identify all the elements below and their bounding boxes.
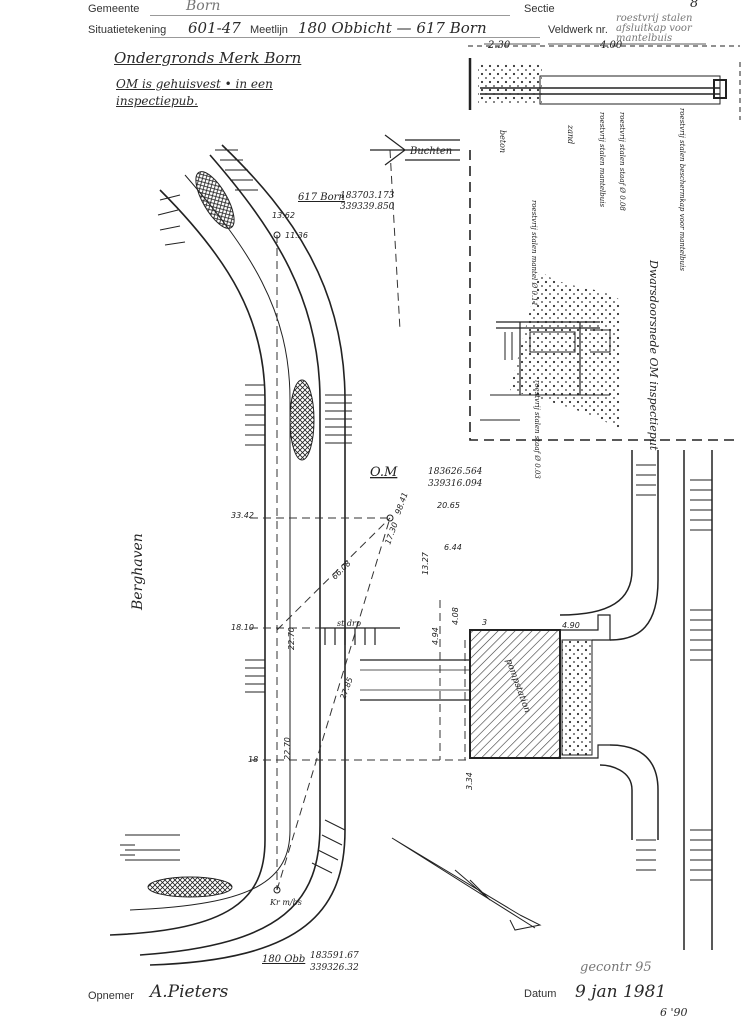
coord-om-y: 339316.094 (428, 479, 483, 489)
detail-bescherm: roestvrij stalen beschermkap voor mantel… (678, 108, 686, 271)
drawing-subtitle-2: inspectiepub. (116, 94, 198, 108)
point-180-label: 180 Obb (262, 954, 305, 965)
traffic-island-3 (147, 876, 233, 898)
measure-17: 18 (248, 755, 258, 764)
gecontroleerd-note: gecontr 95 (580, 960, 652, 975)
om-marker (386, 514, 394, 522)
drawing-title: Ondergronds Merk Born (114, 49, 302, 67)
detail-mantel2: roestvrij stalen mantel Ø 0.11 (530, 200, 538, 306)
opnemer-label: Opnemer (88, 990, 134, 1002)
traffic-island-1 (195, 171, 235, 229)
measure-13: 4.94 (431, 627, 440, 645)
detail-top (468, 43, 741, 120)
point-617-label: 617 Born (298, 192, 345, 203)
detail-mantelbuis: roestvrij stalen mantelbuis (598, 112, 606, 207)
measure-10: 18.10 (231, 623, 254, 632)
measure-6: 20.65 (437, 501, 460, 510)
coord-om-x: 183626.564 (428, 467, 483, 477)
sectie-label: Sectie (524, 3, 555, 15)
coord-617-y: 339339.850 (340, 202, 395, 212)
gravel-bed (561, 639, 593, 756)
meetlijn-label: Meetlijn (250, 24, 288, 36)
veldwerk-note: roestvrij stalen afsluitkap voor mantelb… (616, 13, 693, 44)
measure-16: 4.90 (562, 621, 580, 630)
measure-12: 27.85 (338, 676, 354, 701)
measure-18: 22.70 (283, 737, 292, 760)
street-name: Berghaven (130, 533, 146, 611)
detail-zand: zand (566, 124, 575, 144)
situatie-value: 601-47 (188, 19, 241, 37)
measure-7: 6.44 (444, 543, 462, 552)
measure-5: 17.30 (383, 521, 399, 546)
detail-cross-section (469, 150, 740, 441)
measure-9: 66.08 (330, 559, 353, 582)
road-line-2 (139, 154, 321, 956)
road-lines (109, 144, 346, 966)
detail-side-label: Dwarsdoorsnede OM inspectieput (647, 259, 660, 451)
opnemer-signature: A.Pieters (150, 982, 229, 1002)
measure-1: 13.62 (272, 211, 295, 220)
measure-15: 3 (482, 618, 487, 627)
situatie-rule (150, 37, 540, 38)
veldwerk-label: Veldwerk nr. (548, 24, 608, 36)
st-drp-label: st drp (337, 619, 361, 628)
side-street-right (559, 450, 713, 950)
point-180-marker (273, 886, 281, 894)
measure-19: 3.34 (465, 772, 474, 790)
measure-2: 11.36 (285, 231, 308, 240)
sectie-value: 8 (690, 0, 699, 11)
buchten-arrow (370, 134, 460, 166)
detail-dim-1: 2.30 (487, 40, 511, 51)
driveway (320, 627, 470, 701)
measure-3: 33.42 (231, 511, 254, 520)
measure-11: 22.70 (287, 627, 296, 650)
datum-label: Datum (524, 988, 557, 1000)
pumping-station (469, 629, 561, 759)
survey-lines (250, 149, 470, 891)
measure-8: 13.27 (421, 551, 430, 575)
road-line-1 (109, 189, 266, 936)
gemeente-value: Born (186, 0, 221, 14)
gemeente-rule (150, 15, 510, 16)
point-617-marker (273, 231, 281, 239)
datum-value: 9 jan 1981 (575, 982, 667, 1002)
gemeente-label: Gemeente (88, 3, 140, 15)
buchten-label: Buchten (409, 146, 452, 157)
detail-beton: beton (498, 130, 507, 153)
detail-dim-2: 4.00 (599, 40, 623, 51)
measure-14: 4.08 (451, 607, 460, 625)
kr-mbs-label: Kr m/bs (269, 898, 302, 907)
detail-staaf2: roestvrij stalen staaf Ø 0.03 (533, 380, 541, 479)
detail-staaf: roestvrij stalen staaf Ø 0.08 (618, 112, 626, 211)
coord-180-x: 183591.67 (310, 951, 359, 961)
header: Gemeente Born Sectie 8 Situatietekening … (0, 0, 751, 44)
meetlijn-value: 180 Obbicht — 617 Born (298, 19, 487, 37)
traffic-island-2 (289, 379, 315, 461)
coord-617-x: 183703.173 (340, 191, 395, 201)
situatie-label: Situatietekening (88, 24, 167, 36)
north-arrow-icon (391, 837, 542, 931)
drawing-subtitle-1: OM is gehuisvest • in een (116, 77, 273, 91)
om-label: O.M (370, 465, 398, 480)
corner-note: 6 '90 (660, 1006, 688, 1019)
measure-4: 98.41 (393, 491, 409, 516)
coord-180-y: 339326.32 (310, 963, 359, 973)
